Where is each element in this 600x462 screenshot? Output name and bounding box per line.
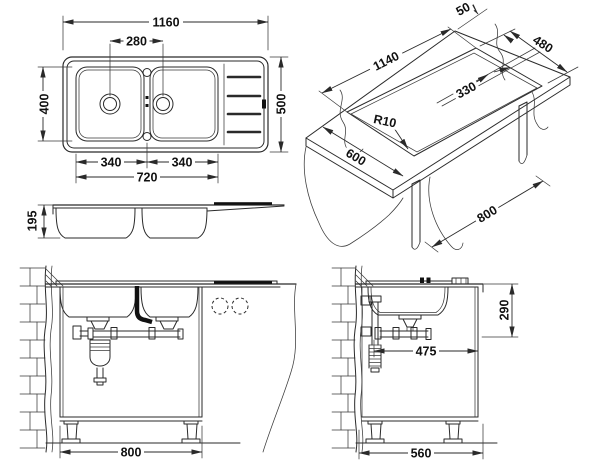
- side-bowl: [367, 286, 449, 328]
- front-plumbing: [72, 316, 184, 386]
- front-break-line: [262, 283, 297, 453]
- profile-bowl-right: [141, 207, 208, 239]
- dim-label-worktop-depth: 600: [341, 144, 371, 170]
- front-installation-view: 800: [19, 265, 297, 459]
- dim-label-drain-spacing: 280: [123, 34, 150, 48]
- side-worktop: [355, 277, 484, 293]
- tap-hole-bottom-icon: [142, 132, 152, 141]
- svg-text:R10: R10: [372, 112, 397, 130]
- dim-label-rim-offset: 50: [451, 0, 475, 20]
- side-plumbing: [360, 295, 432, 373]
- iso-cabinet-panels: [411, 101, 528, 250]
- svg-text:800: 800: [121, 445, 142, 459]
- dim-label-corner-radius: R10: [370, 111, 400, 131]
- dim-label-cabinet-depth: 560: [408, 446, 434, 460]
- front-worktop: [45, 280, 297, 453]
- svg-text:290: 290: [497, 300, 511, 321]
- svg-text:1160: 1160: [152, 15, 179, 29]
- divider-stud: [145, 104, 149, 107]
- dim-label-overall-width: 500: [274, 91, 288, 117]
- svg-text:195: 195: [25, 211, 39, 232]
- side-cabinet: [355, 286, 498, 444]
- svg-text:720: 720: [137, 170, 158, 184]
- profile-drainboard: [206, 205, 285, 212]
- dim-label-bowl1-width: 340: [98, 155, 124, 169]
- side-installation-view: 290 475 560: [331, 265, 519, 460]
- dim-label-bowl-height: 195: [25, 208, 39, 234]
- dim-label-outlet-distance: 475: [413, 344, 439, 358]
- dim-label-front-cabinet-width: 800: [118, 445, 144, 459]
- tap-hole-icon: [142, 68, 152, 77]
- svg-text:50: 50: [454, 0, 473, 19]
- profile-drainboard-edge: [214, 202, 272, 205]
- profile-view: 195: [25, 202, 285, 239]
- svg-text:280: 280: [126, 34, 147, 48]
- isometric-view: 1140 50 480 330 R10 600 800: [303, 0, 579, 253]
- dim-label-outlet-height: 290: [497, 297, 511, 323]
- divider-stud: [145, 96, 149, 99]
- profile-bowl-left: [55, 207, 136, 239]
- overflow-pipe: [134, 286, 153, 325]
- iso-break-lines: [303, 23, 549, 250]
- knockout-circle: [211, 297, 229, 315]
- svg-text:475: 475: [416, 344, 437, 358]
- dim-label-bowls-total: 720: [134, 170, 160, 184]
- fixing-clamp: [451, 277, 469, 285]
- svg-text:340: 340: [172, 155, 193, 169]
- dim-label-bowl-depth: 400: [37, 91, 51, 117]
- wall-clamp: [360, 295, 372, 306]
- svg-text:500: 500: [274, 94, 288, 115]
- svg-text:400: 400: [37, 94, 51, 115]
- svg-text:340: 340: [101, 155, 122, 169]
- dim-label-overall-length: 1160: [149, 15, 183, 29]
- dim-label-iso-cabinet-width: 800: [472, 201, 502, 227]
- svg-text:560: 560: [411, 446, 432, 460]
- knockout-circle: [231, 297, 249, 315]
- front-wall: [19, 265, 64, 453]
- plan-drainboard: [223, 63, 266, 146]
- plan-bowl-right: [149, 66, 219, 142]
- overflow-mark: [262, 99, 266, 109]
- dim-label-bowl2-width: 340: [169, 155, 195, 169]
- iso-worktop: [305, 30, 571, 199]
- side-wall: [331, 265, 374, 453]
- wall-clamp: [360, 326, 372, 337]
- dim-label-cutout-width: 480: [528, 31, 558, 57]
- plan-view: 1160 280 400 500 340 340 720: [37, 15, 289, 184]
- overflow-cover: [420, 277, 424, 283]
- svg-text:1140: 1140: [371, 49, 402, 74]
- front-cabinet: [45, 286, 241, 444]
- trap-body: [89, 339, 111, 367]
- iso-bowl-edge: [436, 47, 541, 107]
